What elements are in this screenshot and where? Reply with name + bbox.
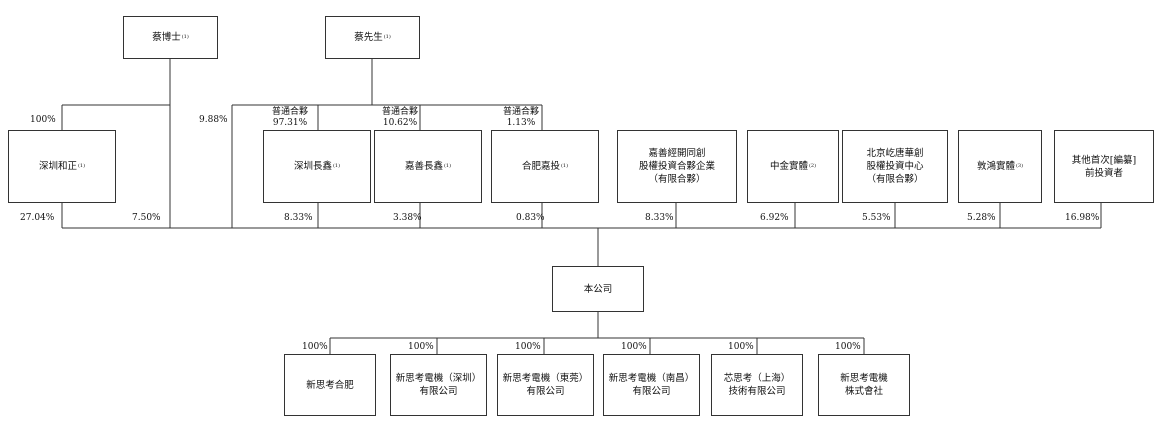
shareholder-hefei-jiatou: 合肥嘉投(1) <box>491 130 599 203</box>
shareholder-name: 嘉善經開同創 股權投資合夥企業 （有限合夥） <box>638 148 715 185</box>
pct-subsidiary-shenzhen: 100% <box>408 342 434 352</box>
shareholder-beijing-yitang: 北京屹唐華創 股權投資中心 （有限合夥） <box>842 130 948 203</box>
shareholder-note: (1) <box>332 163 341 169</box>
subsidiary-name: 新思考電機 株式會社 <box>840 373 888 397</box>
pct-subsidiary-nanchang: 100% <box>621 342 647 352</box>
pct-dunhong-entities: 5.28% <box>967 213 996 223</box>
shareholder-name: 深圳和正 <box>38 161 77 172</box>
pct-jiashan-jingkai: 8.33% <box>645 213 674 223</box>
gp-label-jiashan-changxin: 普通合夥 10.62% <box>382 107 418 129</box>
shareholder-note: (1) <box>77 163 86 169</box>
shareholder-shenzhen-hezheng: 深圳和正(1) <box>8 130 116 203</box>
subsidiary-hefei: 新思考合肥 <box>284 354 376 416</box>
pct-subsidiary-dongguan: 100% <box>515 342 541 352</box>
gp-type: 普通合夥 <box>272 107 309 117</box>
pct-subsidiary-japan: 100% <box>835 342 861 352</box>
gp-type: 普通合夥 <box>382 107 419 117</box>
shareholder-name: 其他首次[編纂] 前投資者 <box>1071 154 1137 179</box>
pct-shenzhen-hezheng: 27.04% <box>20 213 55 223</box>
shareholder-cicc-entities: 中金實體(2) <box>747 130 839 203</box>
subsidiary-name: 新思考電機（深圳） 有限公司 <box>395 373 482 397</box>
gp-pct: 97.31% <box>272 118 308 128</box>
subsidiary-name: 新思考電機（南昌） 有限公司 <box>608 373 695 397</box>
subsidiary-japan: 新思考電機 株式會社 <box>818 354 910 416</box>
subsidiary-name: 新思考合肥 <box>306 379 354 391</box>
shareholder-name: 合肥嘉投 <box>521 161 560 172</box>
subsidiary-dongguan: 新思考電機（東莞） 有限公司 <box>497 354 594 416</box>
subsidiary-name: 芯思考（上海） 技術有限公司 <box>723 373 791 397</box>
pct-subsidiary-hefei: 100% <box>302 342 328 352</box>
gp-pct: 1.13% <box>506 118 536 128</box>
pct-jiashan-changxin: 3.38% <box>393 213 422 223</box>
pct-dr-cai-direct: 7.50% <box>132 213 161 223</box>
pct-hefei-jiatou: 0.83% <box>516 213 545 223</box>
dr-cai-name: 蔡博士 <box>152 32 181 43</box>
company-name: 本公司 <box>583 283 613 295</box>
subsidiary-shanghai: 芯思考（上海） 技術有限公司 <box>711 354 803 416</box>
shareholder-jiashan-changxin: 嘉善長鑫(1) <box>374 130 482 203</box>
shareholder-note: (1) <box>443 163 452 169</box>
dr-cai-note: (1) <box>181 34 189 40</box>
gp-label-hefei-jiatou: 普通合夥 1.13% <box>503 107 539 129</box>
subsidiary-nanchang: 新思考電機（南昌） 有限公司 <box>603 354 700 416</box>
dr-cai-hezheng-pct: 100% <box>30 115 56 125</box>
shareholder-name: 中金實體 <box>769 161 808 172</box>
mr-cai-box: 蔡先生(1) <box>325 16 420 59</box>
subsidiary-shenzhen: 新思考電機（深圳） 有限公司 <box>390 354 487 416</box>
gp-pct: 10.62% <box>382 118 418 128</box>
shareholder-other-investors: 其他首次[編纂] 前投資者 <box>1054 130 1154 203</box>
shareholder-shenzhen-changxin: 深圳長鑫(1) <box>263 130 371 203</box>
pct-subsidiary-shanghai: 100% <box>728 342 754 352</box>
shareholder-note: (1) <box>560 163 569 169</box>
shareholder-name: 深圳長鑫 <box>293 161 332 172</box>
shareholder-name: 北京屹唐華創 股權投資中心 （有限合夥） <box>866 148 924 185</box>
gp-type: 普通合夥 <box>503 107 540 117</box>
pct-cicc-entities: 6.92% <box>760 213 789 223</box>
subsidiary-name: 新思考電機（東莞） 有限公司 <box>502 373 589 397</box>
shareholder-jiashan-jingkai: 嘉善經開同創 股權投資合夥企業 （有限合夥） <box>617 130 737 203</box>
shareholder-name: 敦鴻實體 <box>976 161 1015 172</box>
pct-shenzhen-changxin: 8.33% <box>284 213 313 223</box>
mr-cai-direct-pct: 9.88% <box>199 115 228 125</box>
shareholder-note: (3) <box>1015 163 1024 169</box>
shareholder-dunhong-entities: 敦鴻實體(3) <box>958 130 1042 203</box>
company-box: 本公司 <box>552 266 644 312</box>
pct-other-investors: 16.98% <box>1065 213 1100 223</box>
shareholder-note: (2) <box>808 163 817 169</box>
shareholder-name: 嘉善長鑫 <box>404 161 443 172</box>
dr-cai-box: 蔡博士(1) <box>123 16 218 59</box>
mr-cai-name: 蔡先生 <box>354 32 383 43</box>
pct-beijing-yitang: 5.53% <box>862 213 891 223</box>
gp-label-shenzhen-changxin: 普通合夥 97.31% <box>272 107 308 129</box>
mr-cai-note: (1) <box>383 34 391 40</box>
